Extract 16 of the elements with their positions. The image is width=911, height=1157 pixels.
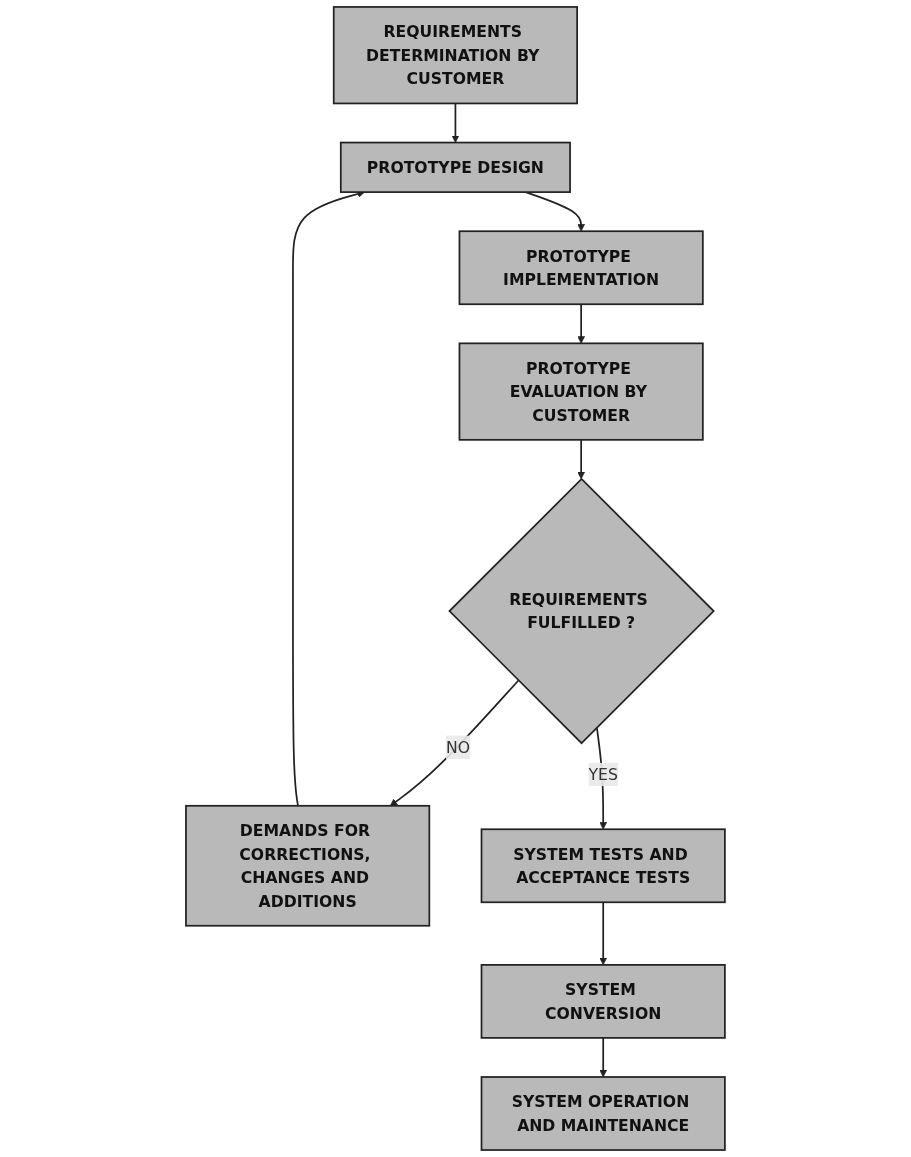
arrow	[577, 439, 586, 480]
edge-label: YES	[588, 765, 618, 784]
arrow	[599, 1037, 608, 1078]
node-box: SYSTEM CONVERSION	[480, 964, 726, 1039]
arrow	[390, 679, 520, 807]
edge-label: NO	[446, 738, 471, 757]
node-box: PROTOTYPE EVALUATION BY CUSTOMER	[458, 342, 704, 441]
node-box: SYSTEM OPERATION AND MAINTENANCE	[480, 1076, 726, 1151]
arrow	[599, 901, 608, 966]
node-box: SYSTEM TESTS AND ACCEPTANCE TESTS	[480, 828, 726, 904]
node-box: PROTOTYPE IMPLEMENTATION	[458, 230, 704, 306]
node-box: REQUIREMENTS DETERMINATION BY CUSTOMER	[332, 6, 579, 105]
node-box: DEMANDS FOR CORRECTIONS, CHANGES AND ADDITIONS	[185, 804, 431, 927]
arrow	[451, 102, 460, 143]
node-box: PROTOTYPE DESIGN	[340, 141, 571, 193]
arrow	[577, 303, 586, 344]
